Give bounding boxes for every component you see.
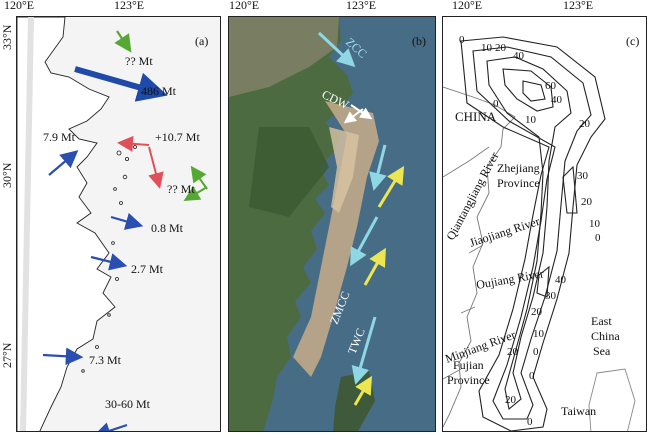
zcc-arrow-north [317,31,356,68]
lat-tick-30: 30°N [0,162,14,188]
panel-b-label: (b) [412,34,426,48]
zcc-arrow-middle [369,144,387,191]
zhejiang-label: Zhejiang [497,161,540,175]
flux-label-north: ?? Mt [125,54,153,68]
flux-label-taiwan-strait: 30-60 Mt [105,397,151,411]
island-group [81,145,137,373]
depth-label: 0 [595,232,601,244]
depth-label: 30 [577,170,589,182]
oujiang-flux-arrow [90,253,128,271]
depth-label: 20 [581,196,593,208]
china-label: CHINA [455,109,497,124]
depth-label: 30 [545,290,557,302]
panel-b-satellite-image: (b) ZCC CDW ZMCC TWC [228,16,436,432]
panel-a-sediment-flux-map: (a) ?? Mt 486 Mt 7.9 Mt +10.7 Mt ?? Mt 0… [16,16,221,432]
sea-label: Sea [593,344,611,358]
minjiang-flux-arrow [42,347,84,366]
depth-label: 10 [589,218,601,230]
flux-label-qiantang: 7.9 Mt [43,130,76,144]
cdw-arrow-2 [343,108,364,124]
depth-label: 40 [555,274,567,286]
panel-c-isopach-map: (c) CHINA Qiantangjiang River Zhejiang P… [442,16,647,432]
east-label: East [591,314,612,328]
panel-c-label: (c) [626,34,639,48]
panel-a-label: (a) [195,34,208,48]
isopach-contours [460,36,606,431]
red-arrow-west [117,135,150,152]
flux-label-jiaojiang: 0.8 Mt [151,221,184,235]
flux-label-yangtze: 486 Mt [141,84,177,98]
plume-core [329,127,359,213]
zmcc-arrow-upper [350,216,379,267]
twc-arrow-middle [363,247,386,286]
taiwan-outline [588,368,636,431]
depth-label: 60 [545,80,557,92]
green-arrow-east-lower [190,165,208,190]
flux-label-minjiang: 7.3 Mt [89,353,122,367]
flux-label-red: +10.7 Mt [155,130,200,144]
lon-tick-123-a: 123°E [114,0,145,12]
flux-label-oujiang: 2.7 Mt [131,262,164,276]
depth-label: 0 [493,98,499,110]
sediment-plume [293,101,379,377]
river-lines [443,146,490,380]
lat-tick-27: 27°N [0,342,14,368]
china-sea-label-1: China [591,329,620,343]
taiwan-label: Taiwan [561,404,596,418]
zmcc-arrow-lower [351,316,377,385]
northern-plain [229,17,339,97]
green-arrow-east-upper [183,185,208,202]
qiantang-flux-arrow [48,150,79,176]
taiwan-strait-flux-arrow [92,422,128,431]
zhejiang-province-label: Province [497,176,540,190]
lon-tick-123-b: 123°E [346,0,377,12]
depth-label: 10 [525,114,537,126]
depth-label: 10 [533,328,545,340]
red-arrow-south [148,146,164,189]
fujian-province-label: Province [447,373,490,387]
panel-a-map: (a) ?? Mt 486 Mt 7.9 Mt +10.7 Mt ?? Mt 0… [17,17,208,431]
twc-arrow-upper [377,165,405,208]
fujian-label: Fujian [453,358,484,372]
lat-tick-33: 33°N [0,24,14,50]
depth-label: 20 [495,42,507,54]
panel-c-coastline [443,86,516,428]
depth-label: 0 [527,416,533,428]
hill-region [249,127,329,217]
panel-b-image: (b) ZCC CDW ZMCC TWC [229,17,435,431]
depth-label: 20 [579,118,591,130]
jiaojiang-flux-arrow [110,212,144,230]
depth-label: 20 [507,346,519,358]
lon-tick-123-c: 123°E [563,0,594,12]
lon-tick-120-c: 120°E [452,0,483,12]
depth-label: 40 [551,94,563,106]
depth-label: 0 [529,370,535,382]
flux-label-east: ?? Mt [167,182,195,196]
depth-label: 40 [513,50,525,62]
contour-depth-labels: 0 10 20 40 60 40 0 10 20 30 20 10 0 40 3… [459,34,601,428]
white-band [20,17,34,431]
depth-label: 10 [481,42,493,54]
oujiang-river-label: Oujiang River [475,266,545,292]
lon-tick-120-a: 120°E [4,0,35,12]
depth-label: 0 [533,346,539,358]
panel-c-map: (c) CHINA Qiantangjiang River Zhejiang P… [443,34,639,431]
depth-label: 20 [531,306,543,318]
twc-arrow-lower [353,375,373,406]
lon-tick-120-b: 120°E [229,0,260,12]
depth-label: 20 [505,394,517,406]
depth-label: 0 [459,34,465,46]
yangtze-flux-arrow [74,66,168,102]
satellite-land [229,17,353,431]
green-arrow-north [114,30,132,53]
